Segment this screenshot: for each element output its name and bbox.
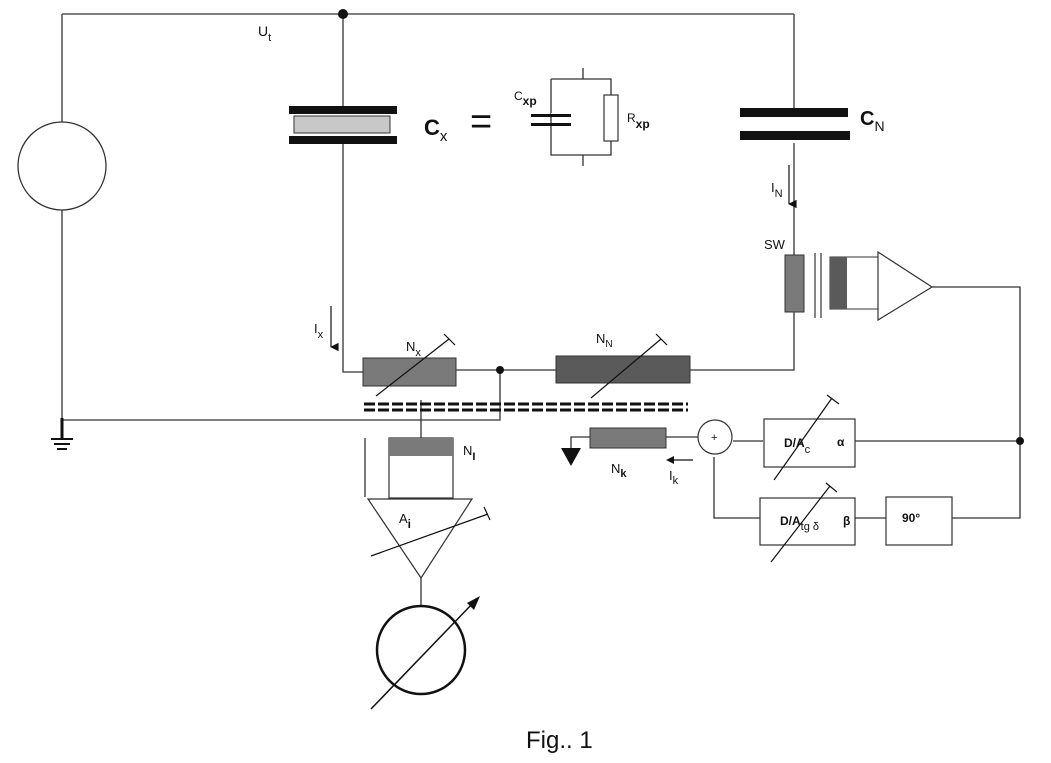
ix-current-label: Ix <box>314 321 324 341</box>
junction-dot <box>1016 437 1024 445</box>
dac-tg-label: D/Atg δ <box>780 514 819 533</box>
nn-sw-wire <box>690 312 795 371</box>
junction-dot <box>496 366 504 374</box>
sw-winding-icon <box>784 254 805 313</box>
ik-current-label: Ik <box>669 468 679 487</box>
nx-adjust-icon <box>375 333 456 397</box>
meter-needle-icon <box>370 596 480 710</box>
cx-bottom-wire <box>342 144 363 373</box>
dac-c-block <box>763 418 856 468</box>
dac-tg-adjust-icon <box>770 482 838 563</box>
nx-winding-icon <box>362 357 457 387</box>
cn-capacitor-icon <box>740 108 850 140</box>
amplifier-ai-adjust-icon <box>370 506 491 557</box>
nn-adjust-icon <box>590 333 668 399</box>
cxp-label: Cxp <box>514 89 537 108</box>
test-voltage-label: Ut <box>258 23 271 44</box>
in-current-label: IN <box>771 180 783 200</box>
cn-label: CN <box>860 108 885 134</box>
ground-return-wire <box>62 369 501 421</box>
voltage-source-icon <box>17 121 107 211</box>
nn-label: NN <box>596 331 613 350</box>
ni-label: NI <box>463 443 475 463</box>
amplifier-input-icon <box>829 256 879 310</box>
meter-icon <box>375 604 467 696</box>
junction-dot <box>338 9 348 19</box>
cxp-capacitor-icon <box>531 114 571 117</box>
rxp-resistor-icon <box>603 94 619 142</box>
nk-ground-wire <box>570 436 590 448</box>
nk-winding-icon <box>589 427 667 449</box>
amplifier-icon <box>877 250 934 322</box>
amp-ai-label: Ai <box>399 511 411 531</box>
phase-shift-block <box>885 496 953 546</box>
amp-output-wire <box>932 286 1021 519</box>
dac-tg-param: β <box>843 514 850 528</box>
ground-arrow-icon <box>561 448 581 466</box>
figure-caption: Fig.. 1 <box>526 727 593 754</box>
dac-c-label: D/Ac <box>784 436 811 456</box>
cx-label: Cx <box>424 115 448 145</box>
dac-c-param: α <box>837 435 845 449</box>
summer-label: + <box>711 432 717 444</box>
ground-icon <box>51 418 73 450</box>
cx-capacitor-icon <box>289 106 397 144</box>
sw-label: SW <box>764 237 786 252</box>
summer-icon <box>697 419 733 455</box>
rxp-label: Rxp <box>627 111 650 131</box>
nk-label: Nk <box>611 461 627 480</box>
nx-label: Nx <box>406 339 421 359</box>
transformer-core-dashes <box>364 402 688 412</box>
equivalent-circuit <box>531 68 619 166</box>
nn-winding-icon <box>555 355 691 384</box>
dac-c-adjust-icon <box>773 394 840 481</box>
ni-winding-icon <box>388 437 454 499</box>
dac-tg-block <box>759 497 856 546</box>
equals-sign: = <box>470 101 492 143</box>
phase-shift-label: 90° <box>902 511 920 525</box>
dac-tg-to-summer-wire <box>713 457 760 519</box>
